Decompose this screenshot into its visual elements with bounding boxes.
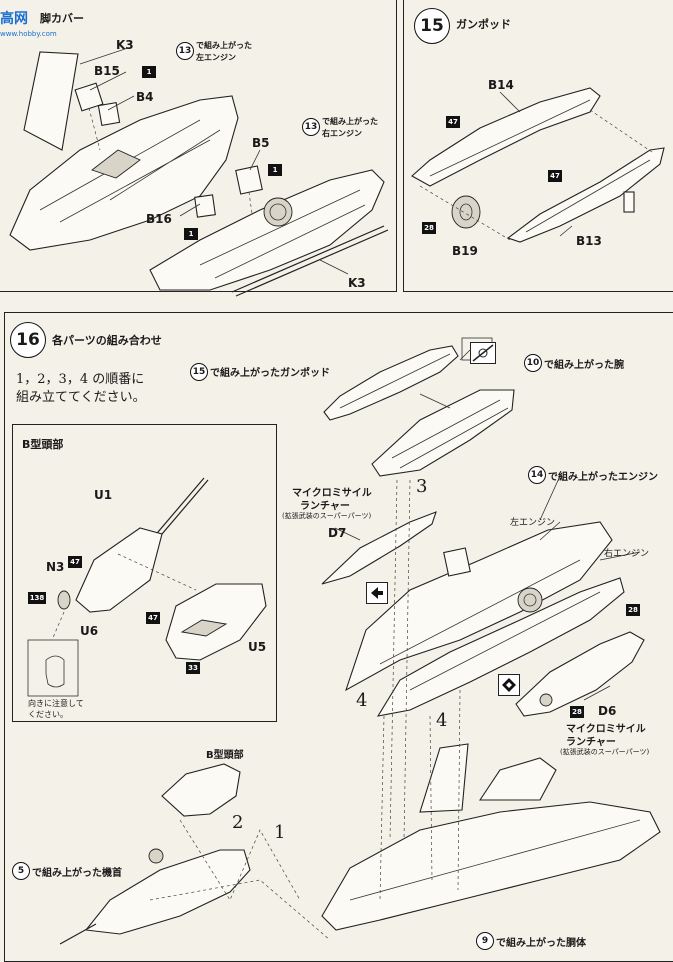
order-number-3: 3: [416, 476, 428, 497]
launcher-right-line-1: マイクロミサイル: [566, 724, 646, 735]
engine-left-label: 左エンジン: [510, 518, 556, 528]
left-panel-heading: 脚カバー: [40, 12, 84, 25]
code-box-inset-47b: 47: [146, 612, 160, 624]
part-label-b14: B14: [488, 78, 514, 92]
ref-text-engine: で組み上がったエンジン: [548, 472, 658, 483]
code-box-33: 33: [186, 662, 200, 674]
code-box-47b: 47: [548, 170, 562, 182]
part-label-b4: B4: [136, 90, 154, 104]
ref-text-right-engine-2: 右エンジン: [322, 129, 362, 138]
code-box-28a: 28: [626, 604, 640, 616]
part-label-b19: B19: [452, 244, 478, 258]
part-label-k3-top: K3: [116, 38, 134, 52]
ref-text-left-engine-2: 左エンジン: [196, 53, 236, 62]
code-box-138: 138: [28, 592, 46, 604]
head-assembled-drawing: [161, 763, 241, 817]
code-box-b15: 1: [142, 66, 156, 78]
part-label-b15: B15: [94, 64, 120, 78]
gunpod-heading: ガンポッド: [456, 18, 511, 31]
nose-drawing: [59, 848, 251, 945]
assembly-heading: 各パーツの組み合わせ: [52, 334, 162, 347]
bottom-leaders: [334, 349, 641, 701]
direction-arrow-icon-right: [498, 674, 520, 696]
ref-circle-right-engine: 13: [302, 118, 320, 136]
code-box-b16: 1: [184, 228, 198, 240]
order-number-4a: 4: [356, 690, 368, 711]
watermark-url: www.hobby.com: [0, 30, 57, 38]
watermark-logo: 高网: [0, 11, 28, 27]
part-label-u6: U6: [80, 624, 99, 638]
order-number-2: 2: [232, 812, 244, 833]
part-label-k3-bottom: K3: [348, 276, 366, 290]
panel-right-frame: [403, 0, 673, 292]
order-number-1: 1: [274, 822, 286, 843]
direction-arrow-icon-left: [366, 582, 388, 604]
launcher-right-sub: (拡張武装のスーパーパーツ): [560, 748, 650, 756]
ref-text-gunpod: で組み上がったガンポッド: [210, 368, 330, 379]
code-box-b5: 1: [268, 164, 282, 176]
code-box-28b: 28: [570, 706, 584, 718]
ref-circle-body: 9: [476, 932, 494, 950]
launcher-left-sub: (拡張武装のスーパーパーツ): [282, 512, 372, 520]
left-panel-leaders: [79, 47, 349, 275]
launcher-left-line-1: マイクロミサイル: [292, 488, 372, 499]
part-label-u1: U1: [94, 488, 113, 502]
launcher-left-drawing: [321, 511, 437, 585]
instruction-line-2: 組み立ててください。: [16, 390, 146, 405]
inset-note-2: ください。: [28, 710, 68, 719]
step-number-15: 15: [414, 8, 450, 44]
part-label-u5: U5: [248, 640, 267, 654]
ref-circle-gunpod: 15: [190, 363, 208, 381]
gunpod-drawing: [411, 87, 665, 243]
inset-frame: [12, 424, 277, 722]
part-label-b16: B16: [146, 212, 172, 226]
part-label-b5: B5: [252, 136, 270, 150]
ref-circle-arm: 10: [524, 354, 542, 372]
assembled-engine-drawing: [345, 521, 625, 717]
inset-title: B型頭部: [22, 438, 64, 451]
body-drawing: [321, 743, 661, 931]
head-label-mid: B型頭部: [206, 750, 244, 761]
engine-right-label: 右エンジン: [604, 549, 650, 559]
ref-text-left-engine-1: で組み上がった: [196, 41, 252, 50]
inset-note-1: 向きに注意して: [28, 699, 84, 708]
left-engine-drawing: [9, 51, 239, 251]
part-label-n3: N3: [46, 560, 65, 574]
ref-circle-nose: 5: [12, 862, 30, 880]
order-guide-lines: [149, 479, 461, 941]
ref-text-right-engine-1: で組み上がった: [322, 117, 378, 126]
code-box-inset-47a: 47: [68, 556, 82, 568]
launcher-right-drawing: [515, 631, 645, 717]
right-engine-drawing: [149, 165, 389, 297]
ref-circle-left-engine: 13: [176, 42, 194, 60]
code-box-28: 28: [422, 222, 436, 234]
launcher-right-line-2: ランチャー: [566, 737, 616, 748]
part-label-d7: D7: [328, 526, 347, 540]
order-number-4b: 4: [436, 710, 448, 731]
step-number-16: 16: [10, 322, 46, 358]
panel-left-frame: [0, 0, 397, 292]
instruction-line-1: 1，2，3，4 の順番に: [16, 372, 145, 387]
code-box-47a: 47: [446, 116, 460, 128]
part-label-d6: D6: [598, 704, 617, 718]
launcher-left-line-2: ランチャー: [300, 501, 350, 512]
ref-text-arm: で組み上がった腕: [544, 360, 624, 371]
ref-circle-engine: 14: [528, 466, 546, 484]
arm-drawing: [371, 389, 515, 477]
part-label-b13: B13: [576, 234, 602, 248]
head-parts-drawing: [27, 477, 267, 697]
no-glue-icon: [470, 342, 496, 364]
ref-text-nose: で組み上がった機首: [32, 868, 122, 879]
ref-text-body: で組み上がった胴体: [496, 938, 586, 949]
